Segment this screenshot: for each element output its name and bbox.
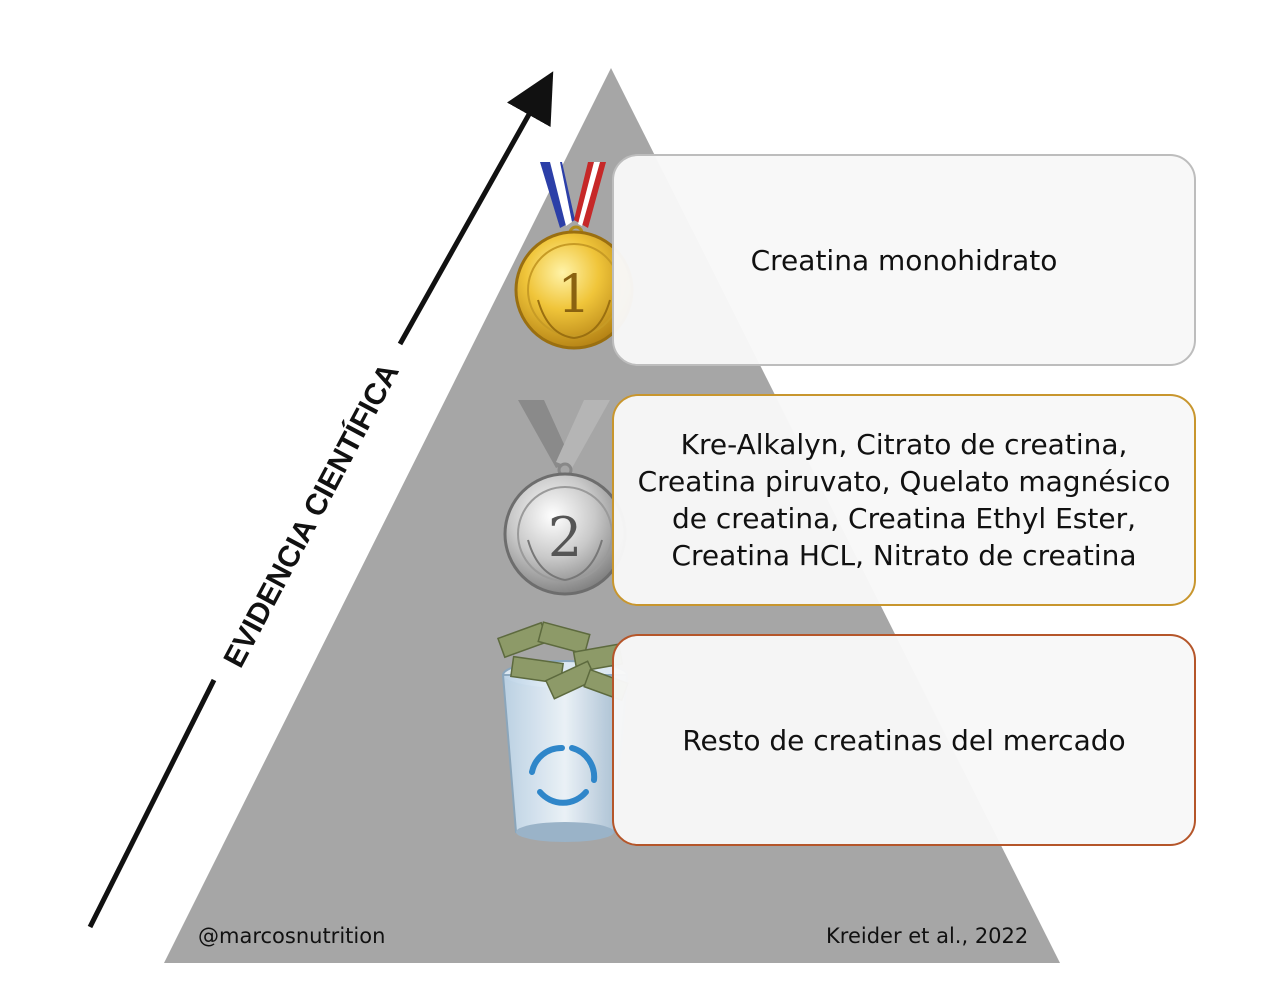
tier-1-box: Creatina monohidrato: [612, 154, 1196, 366]
tier-3-text: Resto de creatinas del mercado: [682, 722, 1125, 759]
gold-medal-number: 1: [557, 265, 590, 325]
evidence-arrow-lower: [90, 680, 214, 927]
tier-2-text-line: de creatina, Creatina Ethyl Ester,: [638, 500, 1171, 537]
tier-3-box: Resto de creatinas del mercado: [612, 634, 1196, 846]
tier-2-box: Kre-Alkalyn, Citrato de creatina, Creati…: [612, 394, 1196, 606]
tier-1-text: Creatina monohidrato: [751, 242, 1058, 279]
source-reference: Kreider et al., 2022: [826, 924, 1028, 948]
tier-2-text-line: Creatina piruvato, Quelato magnésico: [638, 463, 1171, 500]
tier-2-text-line: Kre-Alkalyn, Citrato de creatina,: [638, 426, 1171, 463]
tier-2-text-line: Creatina HCL, Nitrato de creatina: [638, 537, 1171, 574]
silver-medal-number: 2: [548, 506, 582, 569]
author-credit: @marcosnutrition: [198, 924, 385, 948]
